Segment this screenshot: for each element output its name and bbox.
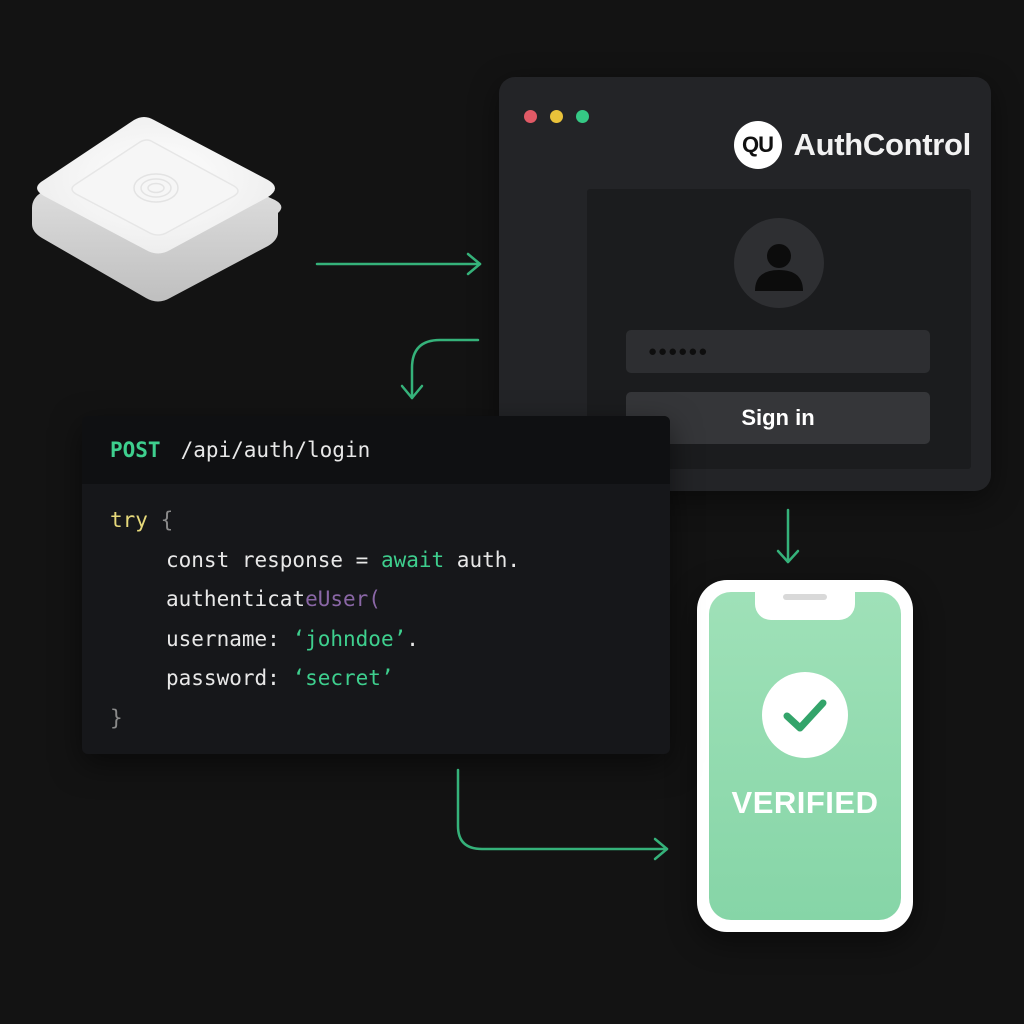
brand-name: AuthControl: [793, 127, 972, 162]
arrow-device-to-browser: [315, 252, 482, 276]
try-keyword: try: [110, 508, 148, 532]
code-line: password: ‘secret’: [82, 659, 670, 699]
http-method: POST: [110, 438, 161, 462]
window-close-dot[interactable]: [524, 110, 537, 123]
window-minimize-dot[interactable]: [550, 110, 563, 123]
arrow-browser-to-phone: [776, 508, 800, 564]
username-tail: .: [406, 626, 419, 651]
phone-speaker: [783, 594, 827, 600]
password-key: password:: [166, 666, 293, 690]
checkmark-icon: [762, 672, 848, 758]
await-keyword: await: [380, 547, 445, 572]
phone-notch: [755, 592, 855, 620]
code-line: }: [82, 699, 670, 739]
security-key-device: [32, 117, 282, 302]
username-value: ‘johndoe’: [292, 626, 407, 651]
user-icon: [734, 218, 824, 308]
open-paren: (: [368, 587, 381, 611]
auth-object: auth.: [444, 547, 521, 572]
password-field[interactable]: ●●●●●●: [626, 330, 930, 373]
fingerprint-icon: [133, 173, 179, 203]
window-maximize-dot[interactable]: [576, 110, 589, 123]
close-brace: }: [110, 705, 123, 730]
function-name-part1: authenticat: [166, 587, 306, 611]
function-name-part2: eUser: [305, 587, 369, 611]
username-key: username:: [166, 626, 293, 651]
request-line: POST /api/auth/login: [82, 416, 670, 484]
phone-device: VERIFIED: [697, 580, 913, 932]
code-line: username: ‘johndoe’.: [82, 620, 670, 660]
verified-status: VERIFIED: [731, 785, 879, 820]
code-body: try { const response = await auth. authe…: [82, 484, 670, 738]
password-value: ‘secret’: [292, 666, 394, 690]
code-panel: POST /api/auth/login try { const respons…: [82, 416, 670, 754]
brand-header: QU AuthControl: [733, 121, 972, 169]
const-declaration: const response =: [166, 547, 381, 572]
endpoint-path: /api/auth/login: [180, 438, 371, 462]
open-brace: {: [160, 508, 174, 532]
code-line: const response = await auth.: [82, 541, 670, 581]
arrow-code-to-phone: [456, 768, 669, 861]
sign-in-button[interactable]: Sign in: [626, 392, 930, 444]
code-line: authenticateUser(: [82, 580, 670, 620]
phone-screen: VERIFIED: [709, 592, 901, 920]
arrow-browser-to-code: [400, 338, 480, 400]
code-line: try {: [82, 501, 670, 541]
brand-logo: QU: [733, 121, 782, 169]
